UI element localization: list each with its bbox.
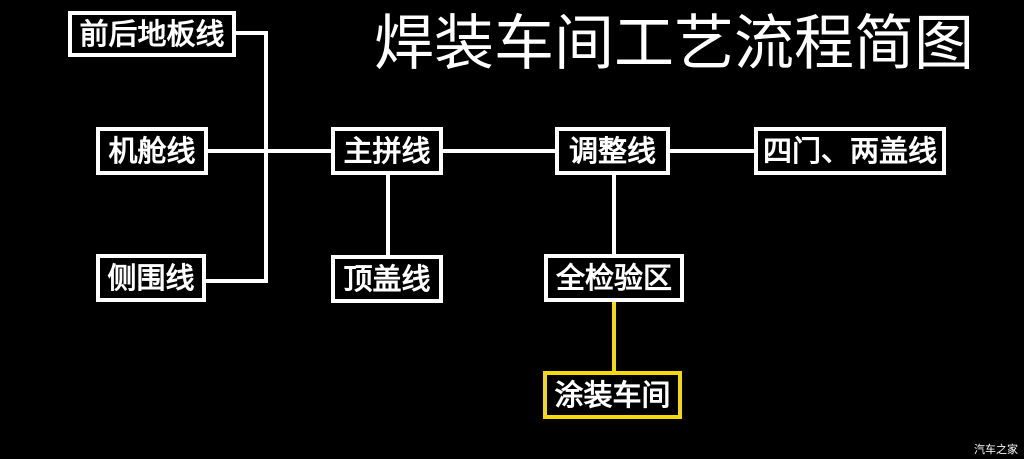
node-floor-line: 前后地板线 [68, 11, 236, 57]
node-adjustment-line: 调整线 [555, 127, 670, 175]
node-roof-line: 顶盖线 [331, 255, 443, 303]
node-side-frame-line: 侧围线 [96, 254, 206, 302]
node-final-inspection-area: 全检验区 [544, 254, 684, 302]
watermark-text: 汽车之家 [974, 443, 1018, 456]
node-paint-shop: 涂装车间 [543, 371, 682, 419]
connector-floor-side-bracket [204, 31, 268, 283]
diagram-title: 焊装车间工艺流程简图 [374, 9, 974, 79]
node-engine-bay-line: 机舱线 [96, 127, 208, 175]
node-main-framing-line: 主拼线 [331, 127, 443, 175]
node-doors-lids-line: 四门、两盖线 [754, 127, 946, 175]
